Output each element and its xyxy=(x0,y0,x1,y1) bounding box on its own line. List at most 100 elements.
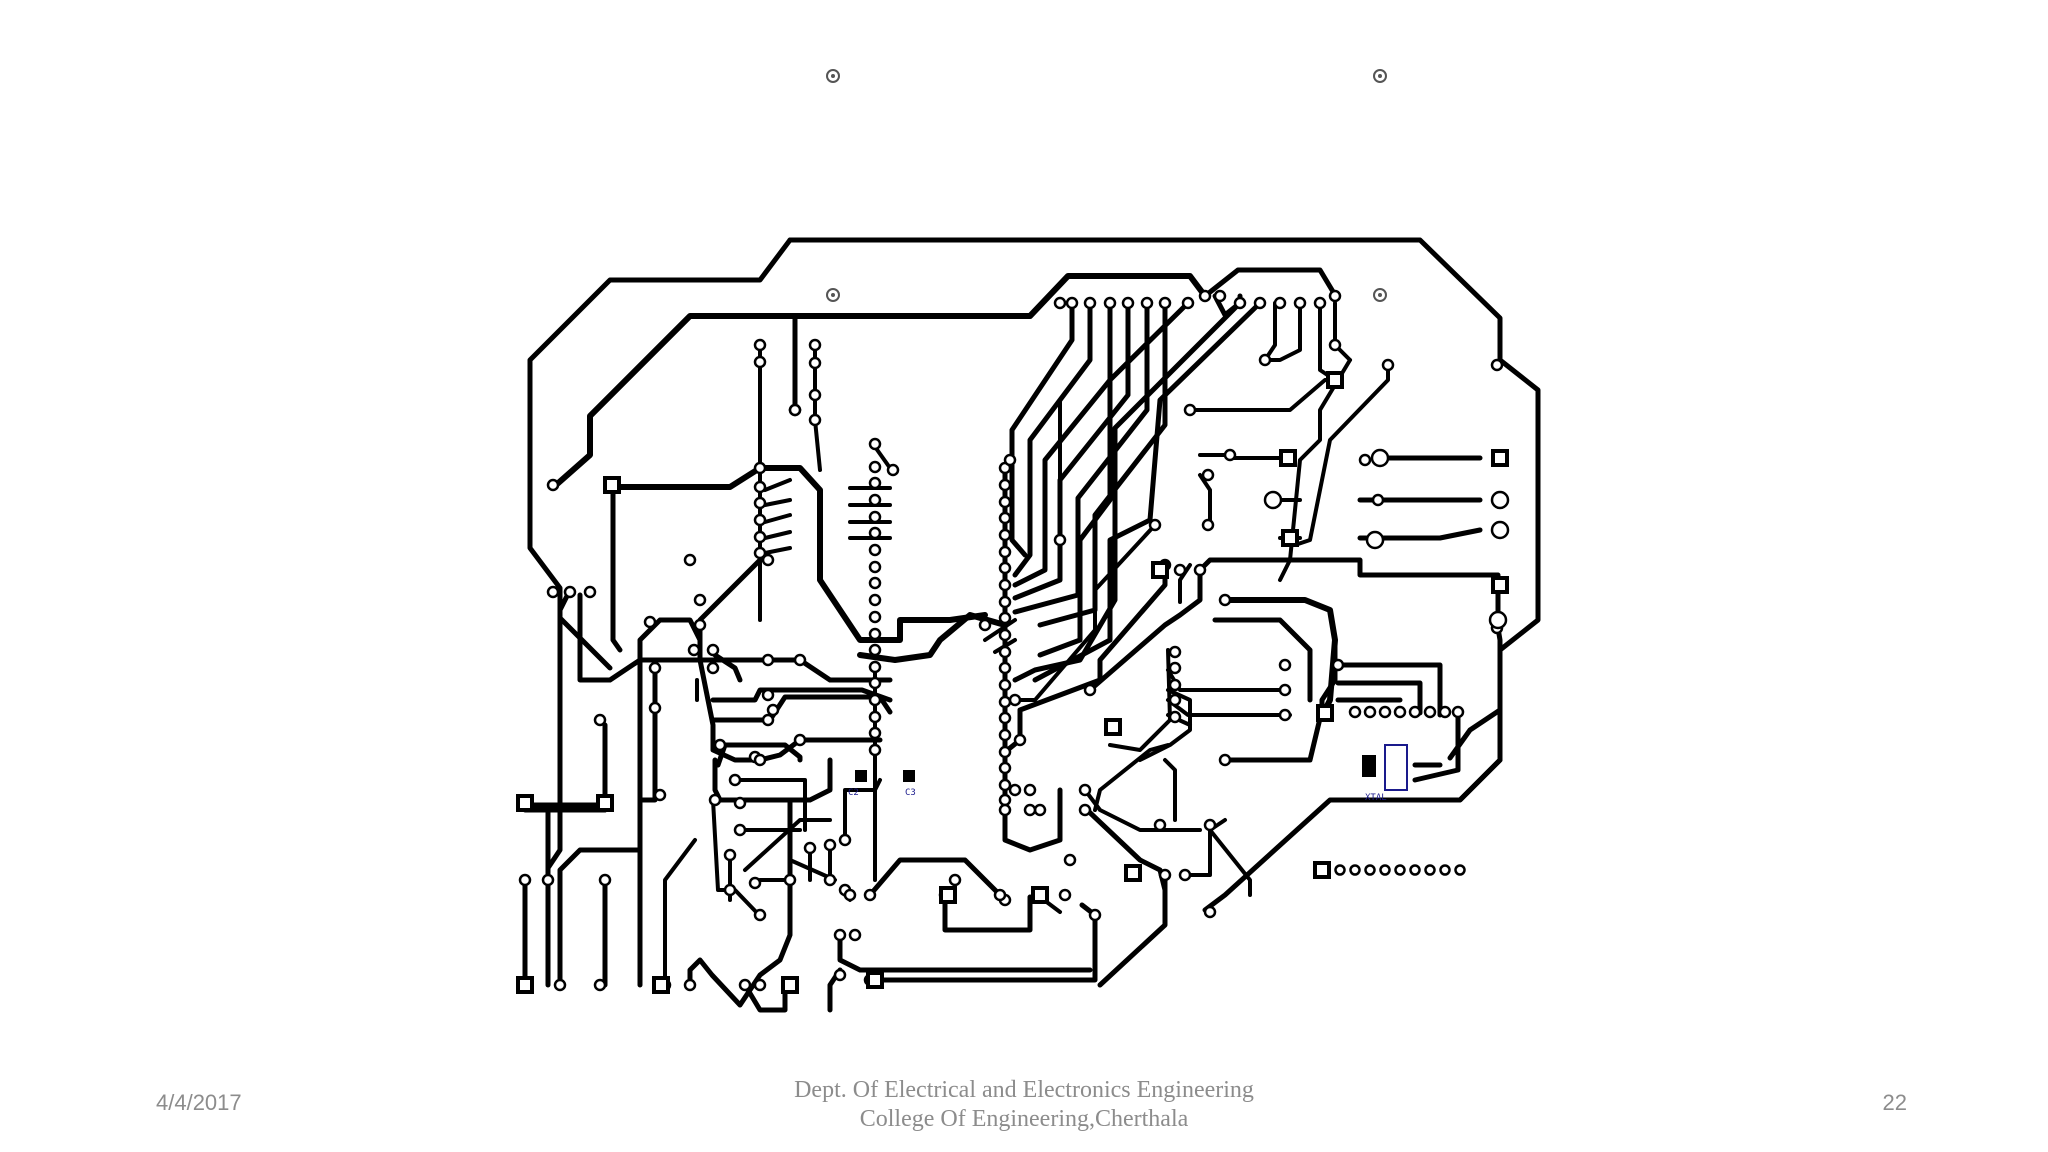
pcb-pad xyxy=(541,873,555,887)
pcb-pad xyxy=(998,495,1012,509)
pcb-trace xyxy=(1166,668,1287,692)
pcb-trace xyxy=(1188,378,1337,412)
pcb-trace xyxy=(1335,680,1423,716)
pcb-pad xyxy=(1328,338,1342,352)
pcb-pad xyxy=(868,437,882,451)
pcb-trace xyxy=(1202,267,1338,299)
pcb-trace xyxy=(1263,301,1277,362)
pcb-trace xyxy=(687,797,793,1008)
pcb-pad xyxy=(1253,296,1267,310)
pcb-pad xyxy=(868,560,882,574)
pcb-trace xyxy=(1222,597,1338,713)
pcb-trace xyxy=(763,478,792,492)
pcb-pad xyxy=(998,611,1012,625)
pcb-pad xyxy=(993,888,1007,902)
pcb-pad xyxy=(868,726,882,740)
pcb-pad xyxy=(1178,868,1192,882)
pcb-pad xyxy=(1490,358,1504,372)
pcb-pad xyxy=(723,848,737,862)
pcb-pad xyxy=(1013,733,1027,747)
pcb-trace xyxy=(763,498,792,507)
pcb-pad xyxy=(648,701,662,715)
pcb-pad xyxy=(1173,563,1187,577)
pcb-pad xyxy=(753,513,767,527)
pcb-pad xyxy=(1490,520,1510,540)
pcb-pad xyxy=(1053,533,1067,547)
pcb-pad xyxy=(793,733,807,747)
pcb-pad xyxy=(546,478,560,492)
pcb-square-pad xyxy=(1316,704,1334,722)
pcb-square-pad xyxy=(1491,449,1509,467)
mounting-hole xyxy=(826,288,840,302)
pcb-pad xyxy=(808,356,822,370)
pcb-pad xyxy=(761,713,775,727)
pcb-trace xyxy=(738,778,807,802)
pcb-trace xyxy=(1333,301,1352,362)
pcb-pad xyxy=(683,978,697,992)
pcb-trace xyxy=(710,694,893,723)
pcb-pad xyxy=(1365,530,1385,550)
crystal-pad xyxy=(1362,755,1376,777)
pcb-pad xyxy=(761,553,775,567)
pcb-square-pad xyxy=(781,976,799,994)
pcb-trace xyxy=(1012,300,1093,578)
pcb-pad xyxy=(1148,518,1162,532)
pcb-square-pad xyxy=(516,794,534,812)
pcb-pad xyxy=(693,593,707,607)
footer-college: College Of Engineering,Cherthala xyxy=(859,1106,1189,1132)
pcb-trace xyxy=(637,617,703,813)
pcb-trace xyxy=(788,798,837,882)
pcb-pad xyxy=(886,463,900,477)
pcb-pad xyxy=(753,753,767,767)
pcb-pad xyxy=(823,838,837,852)
pcb-pad xyxy=(1313,296,1327,310)
pcb-pad xyxy=(1065,296,1079,310)
pcb-pad xyxy=(1181,296,1195,310)
pcb-pad xyxy=(683,553,697,567)
pcb-pad xyxy=(838,833,852,847)
pcb-pad xyxy=(593,713,607,727)
pcb-pad xyxy=(998,761,1012,775)
crystal-outline xyxy=(1384,744,1408,791)
pcb-pad xyxy=(1140,296,1154,310)
pcb-pad xyxy=(1363,705,1377,719)
footer-date: 4/4/2017 xyxy=(156,1090,242,1115)
pcb-pad xyxy=(593,978,607,992)
pcb-pad xyxy=(868,693,882,707)
pcb-pad xyxy=(766,703,780,717)
pcb-pad xyxy=(998,578,1012,592)
pcb-trace xyxy=(1166,698,1292,717)
pcb-pad xyxy=(1103,296,1117,310)
pcb-pad xyxy=(1168,678,1182,692)
pcb-pad xyxy=(1083,296,1097,310)
pcb-square-pad xyxy=(652,976,670,994)
pcb-pad xyxy=(1023,803,1037,817)
pcb-pad xyxy=(1183,403,1197,417)
pcb-square-pad xyxy=(1104,718,1122,736)
pcb-pad xyxy=(1331,658,1345,672)
pcb-trace xyxy=(610,484,623,653)
pcb-pad xyxy=(753,978,767,992)
pcb-pad xyxy=(998,695,1012,709)
pcb-trace xyxy=(1012,300,1113,588)
pcb-pad xyxy=(948,873,962,887)
pcb-pad xyxy=(706,661,720,675)
pcb-trace xyxy=(1278,358,1352,582)
pcb-trace xyxy=(1208,828,1252,897)
pcb-pad xyxy=(1083,683,1097,697)
pcb-square-pad xyxy=(1031,886,1049,904)
pcb-pad xyxy=(1364,864,1376,876)
pcb-pad xyxy=(868,476,882,490)
pcb-trace xyxy=(1012,300,1150,615)
pcb-pad xyxy=(706,643,720,657)
pcb-pad xyxy=(598,873,612,887)
pcb-pad xyxy=(793,653,807,667)
pcb-pad xyxy=(833,928,847,942)
pcb-pad xyxy=(998,561,1012,575)
pcb-pad xyxy=(713,738,727,752)
pcb-pad xyxy=(998,628,1012,642)
pcb-pad xyxy=(808,413,822,427)
pcb-trace xyxy=(663,838,697,987)
pcb-pad xyxy=(1349,864,1361,876)
pcb-pad xyxy=(1078,783,1092,797)
